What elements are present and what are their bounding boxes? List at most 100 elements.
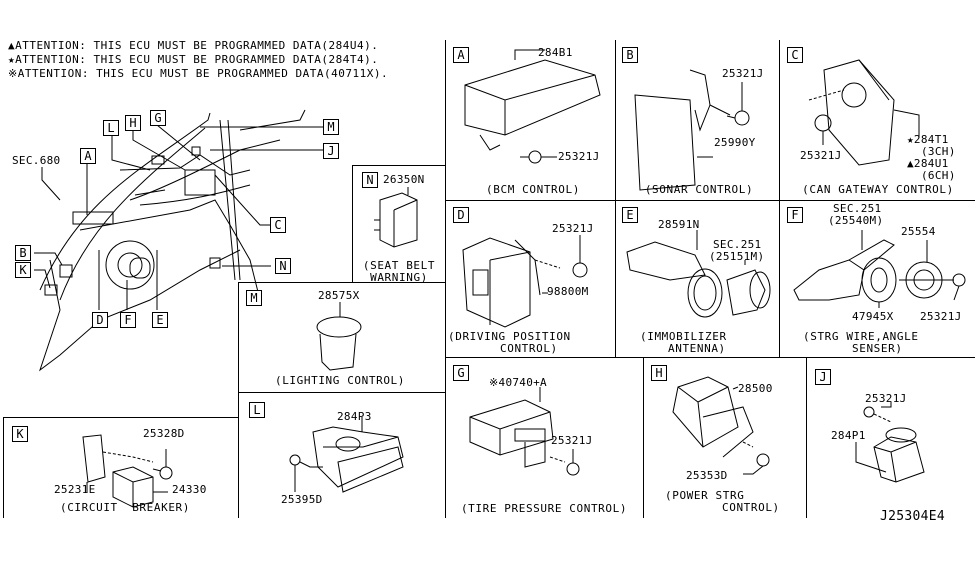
part-number[interactable]: 28500 — [738, 382, 773, 395]
panel-caption: (CIRCUIT BREAKER) — [59, 501, 190, 514]
callout-N[interactable]: N — [275, 258, 291, 274]
callout-A[interactable]: A — [80, 148, 96, 164]
diagram-id: J25304E4 — [880, 509, 946, 524]
panel-letter: M — [246, 290, 262, 306]
part-number[interactable]: ※40740+A — [489, 376, 547, 389]
panel-caption-line2: WARNING) — [370, 271, 428, 284]
part-number[interactable]: 26350N — [383, 173, 425, 186]
part-number[interactable]: (3CH) — [921, 145, 956, 158]
callout-B[interactable]: B — [15, 245, 31, 261]
panel-letter: A — [453, 47, 469, 63]
callout-E[interactable]: E — [152, 312, 168, 328]
panel-caption-line2: SENSER) — [852, 342, 903, 355]
part-number[interactable]: 25328D — [143, 427, 185, 440]
attention-note-2: ★ATTENTION: THIS ECU MUST BE PROGRAMMED … — [8, 53, 379, 66]
panel-letter: E — [622, 207, 638, 223]
driving-position-unit-drawing — [462, 235, 588, 328]
part-number[interactable]: 47945X — [852, 310, 894, 323]
panel-caption: (LIGHTING CONTROL) — [274, 374, 405, 387]
part-number[interactable]: 284B1 — [538, 46, 573, 59]
callout-M[interactable]: M — [323, 119, 339, 135]
grid-line — [3, 417, 238, 418]
callout-G[interactable]: G — [150, 110, 166, 126]
grid-line — [445, 357, 975, 358]
grid-line — [238, 392, 445, 393]
part-number[interactable]: 25321J — [722, 67, 764, 80]
part-number[interactable]: 284P3 — [337, 410, 372, 423]
panel-caption-line1: (IMMOBILIZER — [640, 330, 727, 343]
attention-note-3: ※ATTENTION: THIS ECU MUST BE PROGRAMMED … — [8, 67, 389, 80]
part-number[interactable]: 25321J — [920, 310, 962, 323]
part-number[interactable]: SEC.251 — [833, 202, 882, 215]
seat-belt-unit-drawing — [374, 187, 418, 248]
part-number[interactable]: 98800M — [547, 285, 589, 298]
panel-letter: C — [787, 47, 803, 63]
callout-J[interactable]: J — [323, 143, 339, 159]
panel-letter: H — [651, 365, 667, 381]
callout-L[interactable]: L — [103, 120, 119, 136]
part-number[interactable]: 25321J — [800, 149, 842, 162]
grid-line — [352, 165, 353, 282]
callout-H[interactable]: H — [125, 115, 141, 131]
part-number[interactable]: 25353D — [686, 469, 728, 482]
part-number[interactable]: 25554 — [901, 225, 936, 238]
panel-caption: (TIRE PRESSURE CONTROL) — [460, 502, 628, 515]
part-number[interactable]: ▲284U1 — [907, 157, 949, 170]
part-number[interactable]: 28575X — [318, 289, 360, 302]
part-number[interactable]: 25321J — [552, 222, 594, 235]
part-number[interactable]: 25990Y — [714, 136, 756, 149]
part-number[interactable]: 25321J — [551, 434, 593, 447]
lighting-switch-drawing — [316, 302, 362, 371]
part-number[interactable]: SEC.251 — [713, 238, 762, 251]
part-number[interactable]: (6CH) — [921, 169, 956, 182]
panel-caption: (CAN GATEWAY CONTROL) — [802, 183, 954, 196]
callout-K[interactable]: K — [15, 262, 31, 278]
switch-unit-L-drawing — [289, 417, 404, 493]
panel-caption-line2: ANTENNA) — [668, 342, 726, 355]
panel-caption-line1: (STRG WIRE,ANGLE — [803, 330, 919, 343]
grid-line — [445, 357, 446, 518]
panel-caption-line2: CONTROL) — [722, 501, 780, 514]
part-number[interactable]: 25395D — [281, 493, 323, 506]
grid-line — [3, 417, 4, 518]
grid-line — [238, 282, 445, 283]
panel-letter: F — [787, 207, 803, 223]
module-J-drawing — [855, 402, 925, 483]
sec-680-label: SEC.680 — [12, 154, 61, 167]
steering-switch-drawing — [793, 230, 966, 308]
grid-line — [806, 357, 807, 518]
part-number[interactable]: (25540M) — [828, 214, 884, 227]
part-number[interactable]: (25151M) — [709, 250, 765, 263]
circuit-breaker-drawing — [82, 434, 173, 508]
power-steering-unit-drawing — [672, 376, 770, 475]
part-number[interactable]: 284P1 — [831, 429, 866, 442]
immobilizer-antenna-drawing — [626, 230, 771, 318]
attention-note-1: ▲ATTENTION: THIS ECU MUST BE PROGRAMMED … — [8, 39, 379, 52]
callout-D[interactable]: D — [92, 312, 108, 328]
grid-line — [352, 165, 445, 166]
grid-line — [445, 40, 446, 357]
part-number[interactable]: 25321J — [558, 150, 600, 163]
panel-letter: G — [453, 365, 469, 381]
callout-F[interactable]: F — [120, 312, 136, 328]
part-number[interactable]: 25231E — [54, 483, 96, 496]
callout-C[interactable]: C — [270, 217, 286, 233]
panel-letter: N — [362, 172, 378, 188]
part-number[interactable]: 25321J — [865, 392, 907, 405]
grid-line — [779, 40, 780, 358]
part-number[interactable]: ★284T1 — [907, 133, 949, 146]
panel-caption-line1: (SEAT BELT — [362, 259, 436, 272]
tire-pressure-unit-drawing — [469, 387, 580, 476]
panel-letter: D — [453, 207, 469, 223]
grid-line — [643, 357, 644, 518]
part-number[interactable]: 24330 — [172, 483, 207, 496]
part-number[interactable]: 28591N — [658, 218, 700, 231]
panel-caption-line1: (DRIVING POSITION — [448, 330, 571, 343]
bcm-unit-drawing — [464, 49, 601, 164]
panel-caption: (BCM CONTROL) — [486, 183, 580, 196]
panel-caption-line2: CONTROL) — [500, 342, 558, 355]
grid-line — [238, 282, 239, 518]
panel-letter: K — [12, 426, 28, 442]
panel-letter: B — [622, 47, 638, 63]
panel-letter: J — [815, 369, 831, 385]
